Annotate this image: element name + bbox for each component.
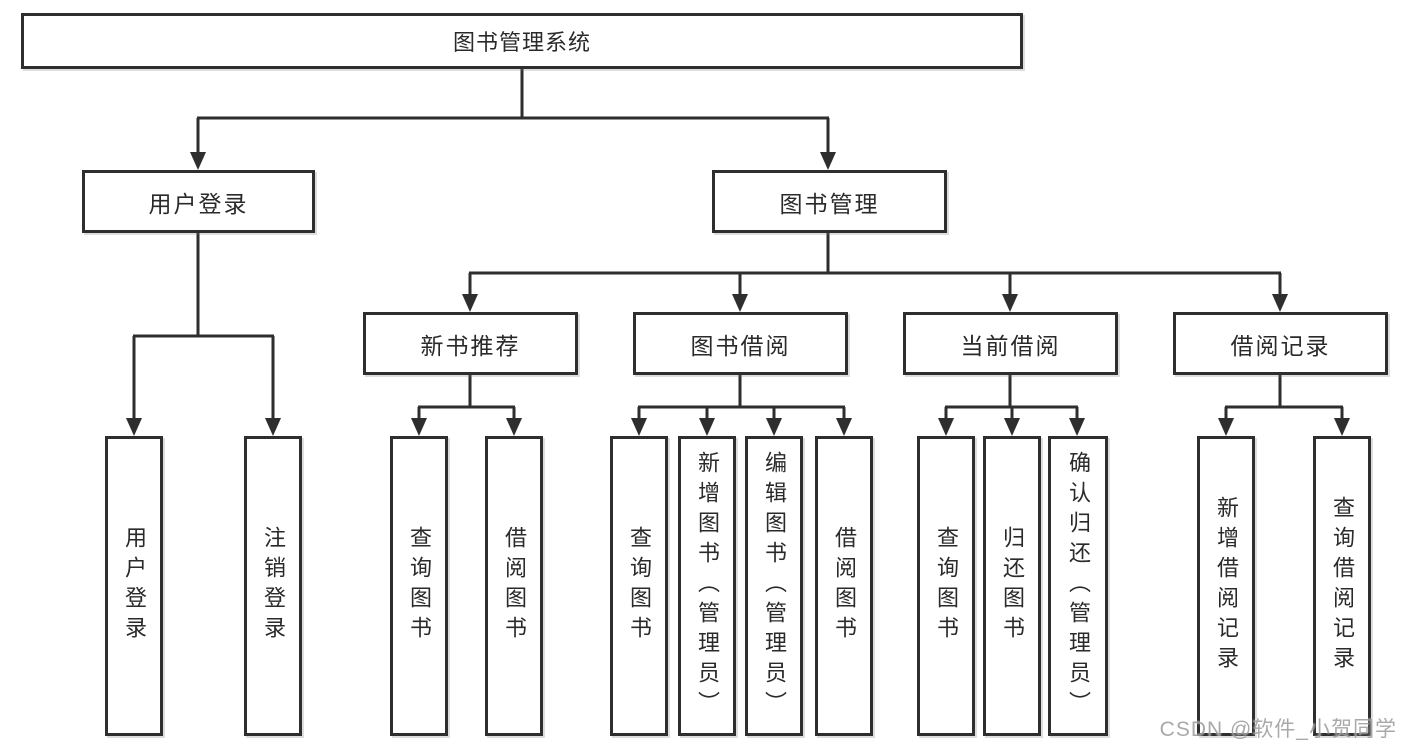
leaf-logout: 注销登录 (244, 436, 302, 736)
leaf-query-books-borrow: 查询图书 (610, 436, 668, 736)
node-label: 新增图书（管理员） (695, 451, 720, 721)
node-label: 用户登录 (122, 526, 147, 646)
leaf-query-borrow-record: 查询借阅记录 (1313, 436, 1371, 736)
node-label: 图书借阅 (690, 332, 791, 359)
node-book-borrow: 图书借阅 (633, 312, 848, 375)
node-label: 归还图书 (1000, 526, 1025, 646)
leaf-borrow-books-recommend: 借阅图书 (485, 436, 543, 736)
node-new-book-recommend: 新书推荐 (363, 312, 578, 375)
node-label: 图书管理 (779, 190, 880, 217)
node-label: 编辑图书（管理员） (762, 451, 787, 721)
node-label: 查询图书 (627, 526, 652, 646)
node-label: 借阅图书 (832, 526, 857, 646)
node-label: 新增借阅记录 (1214, 496, 1239, 676)
node-user-login: 用户登录 (82, 170, 315, 233)
node-current-borrow: 当前借阅 (903, 312, 1118, 375)
node-label: 查询借阅记录 (1330, 496, 1355, 676)
node-label: 新书推荐 (420, 332, 521, 359)
node-label: 图书管理系统 (452, 30, 591, 55)
node-borrow-records: 借阅记录 (1173, 312, 1388, 375)
leaf-query-books-current: 查询图书 (917, 436, 975, 736)
node-label: 查询图书 (407, 526, 432, 646)
csdn-watermark: CSDN @软件_小贺同学 (1159, 718, 1397, 741)
leaf-add-books-admin: 新增图书（管理员） (678, 436, 736, 736)
node-label: 注销登录 (261, 526, 286, 646)
leaf-return-books: 归还图书 (983, 436, 1041, 736)
node-label: 查询图书 (934, 526, 959, 646)
node-label: 借阅图书 (502, 526, 527, 646)
leaf-confirm-return-admin: 确认归还（管理员） (1048, 436, 1108, 736)
node-library-system: 图书管理系统 (21, 13, 1023, 69)
node-label: 当前借阅 (960, 332, 1061, 359)
leaf-query-books-recommend: 查询图书 (390, 436, 448, 736)
node-book-management: 图书管理 (712, 170, 947, 233)
leaf-add-borrow-record: 新增借阅记录 (1197, 436, 1255, 736)
node-label: 确认归还（管理员） (1066, 451, 1091, 721)
node-label: 借阅记录 (1230, 332, 1331, 359)
leaf-borrow-books: 借阅图书 (815, 436, 873, 736)
node-label: 用户登录 (148, 190, 249, 217)
leaf-edit-books-admin: 编辑图书（管理员） (745, 436, 803, 736)
leaf-user-login: 用户登录 (105, 436, 163, 736)
